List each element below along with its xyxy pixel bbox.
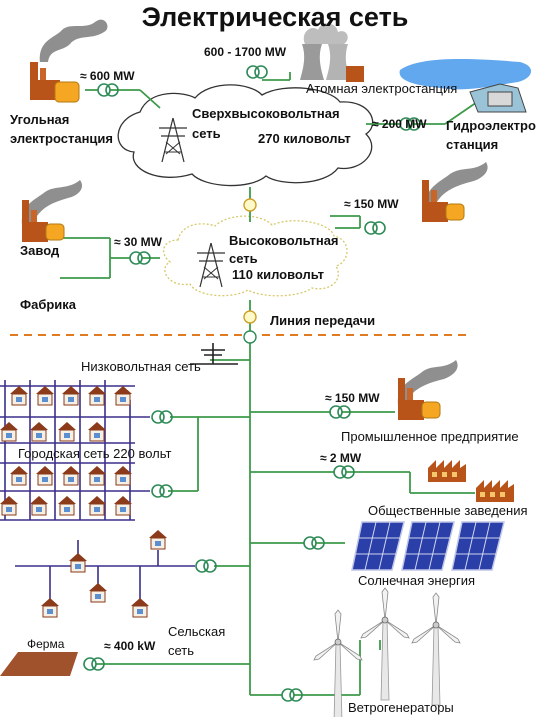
hydro-label: Гидроэлектро станция <box>446 118 536 152</box>
nuclear-power-label: 600 - 1700 MW <box>204 45 287 59</box>
high-voltage-cloud <box>162 215 348 297</box>
farm-power-label: ≈ 400 kW <box>104 639 156 653</box>
zavod-label: Завод <box>20 243 60 258</box>
hydro-power-label: ≈ 200 MW <box>372 117 427 131</box>
wind-label: Ветрогенераторы <box>348 700 454 715</box>
extra-high-voltage-cloud <box>117 84 374 187</box>
grid-node-icons <box>243 198 257 344</box>
industrial-power-label: ≈ 150 MW <box>325 391 380 405</box>
utility-pole-icon <box>190 343 238 365</box>
public-power-label: ≈ 2 MW <box>320 451 362 465</box>
city-network-label: Городская сеть 220 вольт <box>18 446 172 461</box>
industrial-label: Промышленное предприятие <box>341 429 519 444</box>
public-building-icon <box>428 460 466 482</box>
hydro-station-icon <box>399 59 532 113</box>
factory-top-power-label: ≈ 150 MW <box>344 197 399 211</box>
coal-power-label: ≈ 600 MW <box>80 69 135 83</box>
public-building-icon <box>476 480 514 502</box>
transmission-line-label: Линия передачи <box>270 313 376 328</box>
public-label: Общественные заведения <box>368 503 528 518</box>
high-grid-name: Высоковольтная сеть <box>229 233 339 266</box>
extra-high-grid-voltage: 270 киловольт <box>258 131 351 146</box>
coal-label: Угольная электростанция <box>10 112 114 146</box>
low-voltage-lines <box>0 380 195 600</box>
low-voltage-network-label: Низковольтная сеть <box>81 359 201 374</box>
wind-turbines <box>313 587 461 717</box>
grid-lines <box>60 72 481 696</box>
farm-field-icon <box>0 652 78 676</box>
high-grid-voltage: 110 киловольт <box>232 267 325 282</box>
farm-label: Ферма <box>27 637 65 651</box>
rural-network-label: Сельская сеть <box>168 624 226 658</box>
nuclear-plant-icon <box>300 23 364 82</box>
solar-panels <box>351 521 505 571</box>
page-title: Электрическая сеть <box>141 2 409 32</box>
rural-houses <box>40 529 168 618</box>
coal-plant-icon <box>30 62 80 103</box>
extra-high-grid-name: Сверхвысоковольтная сеть <box>192 106 340 141</box>
nuclear-label: Атомная электростанция <box>306 81 458 96</box>
fabrika-label: Фабрика <box>20 297 77 312</box>
solar-label: Солнечная энергия <box>358 573 476 588</box>
consumers-high-power-label: ≈ 30 MW <box>114 235 162 249</box>
